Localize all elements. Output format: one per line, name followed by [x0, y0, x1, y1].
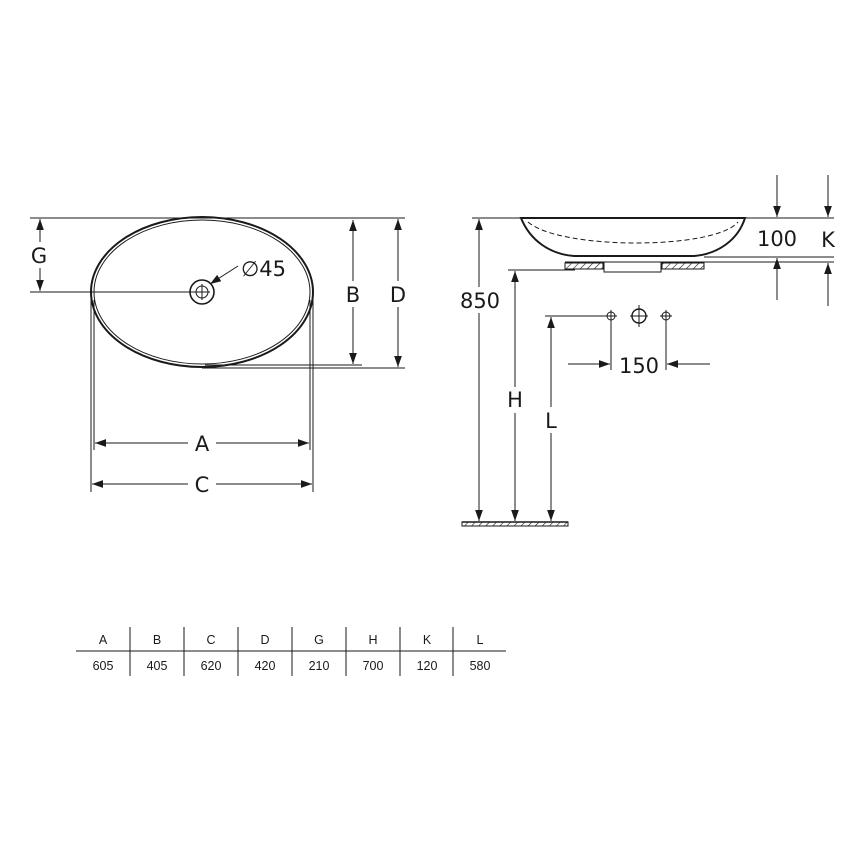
label-k: K: [821, 228, 836, 252]
side-view: [461, 175, 834, 527]
table-header-a: A: [99, 633, 108, 647]
table-value-d: 420: [255, 659, 276, 673]
label-d: D: [390, 283, 406, 307]
label-850: 850: [460, 289, 500, 313]
label-h: H: [507, 388, 523, 412]
label-b: B: [346, 283, 360, 307]
label-150: 150: [619, 354, 659, 378]
drain-body: [603, 261, 662, 273]
diameter-leader: [209, 265, 239, 285]
label-g: G: [31, 244, 47, 268]
basin-profile: [519, 217, 747, 257]
tap-connection-center-icon: [630, 305, 648, 327]
table-value-h: 700: [363, 659, 384, 673]
tap-connection-left-icon: [605, 310, 617, 322]
countertop-left: [564, 262, 604, 270]
table-value-b: 405: [147, 659, 168, 673]
table-header-g: G: [314, 633, 324, 647]
label-100: 100: [757, 227, 797, 251]
table-header-l: L: [477, 633, 484, 647]
table-value-l: 580: [470, 659, 491, 673]
label-l: L: [545, 409, 557, 433]
table-value-k: 120: [417, 659, 438, 673]
dimension-table: A B C D G H K L 605 405 620 420 210 700 …: [93, 633, 491, 673]
countertop-right: [661, 262, 705, 270]
floor: [461, 521, 569, 527]
table-header-h: H: [368, 633, 377, 647]
label-c: C: [195, 473, 210, 497]
label-diameter: ∅45: [241, 257, 286, 281]
top-view: [30, 216, 405, 492]
table-value-g: 210: [309, 659, 330, 673]
label-a: A: [195, 432, 210, 456]
tap-connection-right-icon: [660, 310, 672, 322]
table-value-a: 605: [93, 659, 114, 673]
table-header-k: K: [423, 633, 432, 647]
table-header-d: D: [260, 633, 269, 647]
basin-hidden-inner: [527, 221, 739, 244]
table-value-c: 620: [201, 659, 222, 673]
table-header-c: C: [206, 633, 215, 647]
table-header-b: B: [153, 633, 161, 647]
dimension-table-lines: [76, 627, 506, 676]
